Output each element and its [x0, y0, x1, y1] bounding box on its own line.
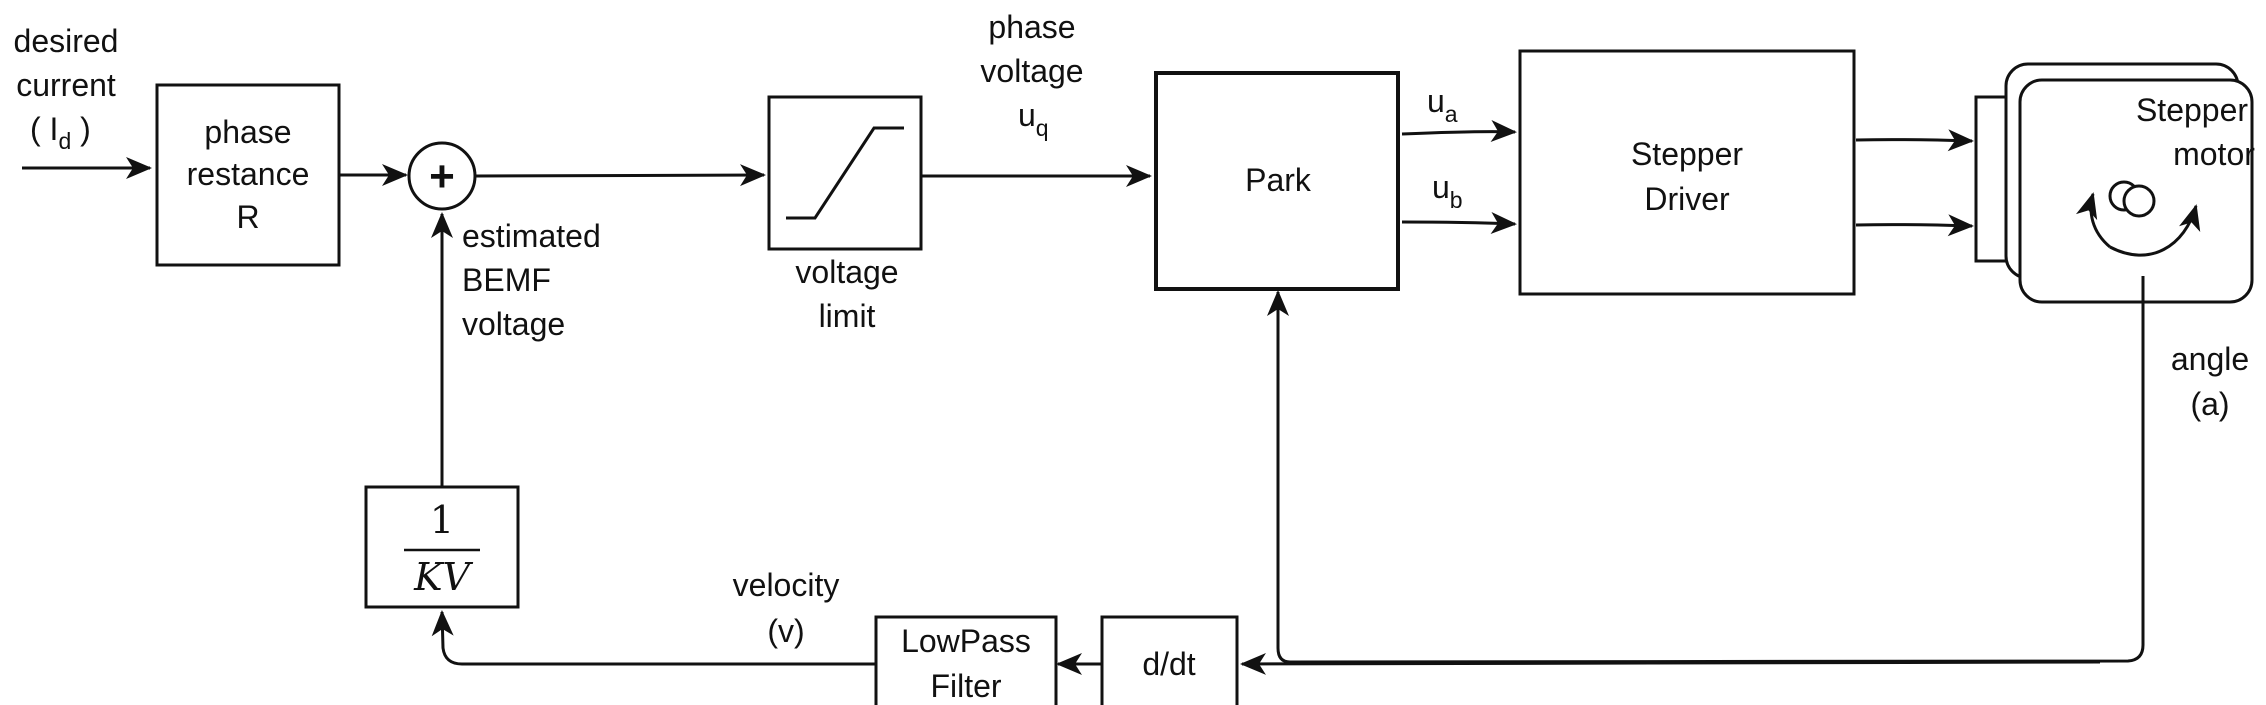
- phase-resistance-line-2: restance: [187, 156, 310, 192]
- lowpass-line-1: LowPass: [901, 623, 1031, 659]
- ddt-label: d/dt: [1142, 646, 1195, 682]
- desired-current-line-1: desired: [14, 23, 119, 59]
- desired-current-line-2: current: [16, 67, 116, 103]
- ua-symbol: ua: [1427, 83, 1458, 127]
- ub-symbol: ub: [1432, 169, 1463, 213]
- bemf-line-2: BEMF: [462, 262, 551, 298]
- arrow-ub: [1401, 212, 1517, 235]
- summing-junction: [407, 141, 477, 211]
- phase-resistance-line-1: phase: [204, 114, 291, 150]
- desired-current-label: desired current ( Id ): [14, 23, 119, 154]
- park-label: Park: [1245, 162, 1312, 198]
- motor-connector: [1974, 95, 2012, 263]
- arrow-driver-to-motor-a: [1855, 129, 1974, 152]
- angle-feedback-to-ddt: [1240, 652, 2101, 675]
- velocity-line-2: (v): [767, 613, 804, 649]
- arrow-driver-to-motor-b: [1855, 214, 1974, 237]
- stepper-driver-block: [1518, 49, 1856, 296]
- arrow-ua: [1401, 120, 1517, 143]
- stepper-driver-line-1: Stepper: [1631, 136, 1743, 172]
- stepper-motor-line-2: motor: [2173, 136, 2255, 172]
- arrow-sum-to-limit: [475, 164, 766, 187]
- park-block: [1154, 71, 1400, 291]
- inverse-kv-gain-block: [364, 485, 520, 609]
- voltage-limit-line-1: voltage: [795, 254, 898, 290]
- velocity-line-1: velocity: [733, 567, 840, 603]
- phase-voltage-label: phase voltage uq: [980, 9, 1083, 141]
- voltage-limit-line-2: limit: [819, 298, 876, 334]
- phase-resistance-line-3: R: [236, 199, 259, 235]
- bemf-line-3: voltage: [462, 306, 565, 342]
- stepper-motor-line-1: Stepper: [2136, 92, 2248, 128]
- angle-feedback-to-park: [1267, 276, 2145, 664]
- angle-line-2: (a): [2190, 386, 2229, 422]
- ddt-block: [1100, 615, 1239, 705]
- arrow-lowpass-to-gain: [431, 610, 876, 666]
- plus-symbol: +: [429, 152, 455, 201]
- stepper-motor: Stepper motor: [1974, 62, 2255, 304]
- gain-denominator: KV: [413, 555, 473, 599]
- uq-symbol: uq: [1018, 97, 1049, 141]
- gain-numerator: 1: [430, 498, 454, 542]
- stepper-driver-line-2: Driver: [1644, 181, 1730, 217]
- estimated-bemf-label: estimated BEMF voltage: [462, 218, 601, 342]
- angle-line-1: angle: [2171, 341, 2249, 377]
- phase-voltage-line-1: phase: [988, 9, 1075, 45]
- bemf-line-1: estimated: [462, 218, 601, 254]
- lowpass-line-2: Filter: [930, 668, 1001, 704]
- id-symbol: ( Id ): [30, 111, 91, 154]
- saturation-curve: [786, 126, 904, 220]
- rotation-icon: [2075, 180, 2201, 257]
- phase-voltage-line-2: voltage: [980, 53, 1083, 89]
- lowpass-filter-block: [874, 615, 1058, 705]
